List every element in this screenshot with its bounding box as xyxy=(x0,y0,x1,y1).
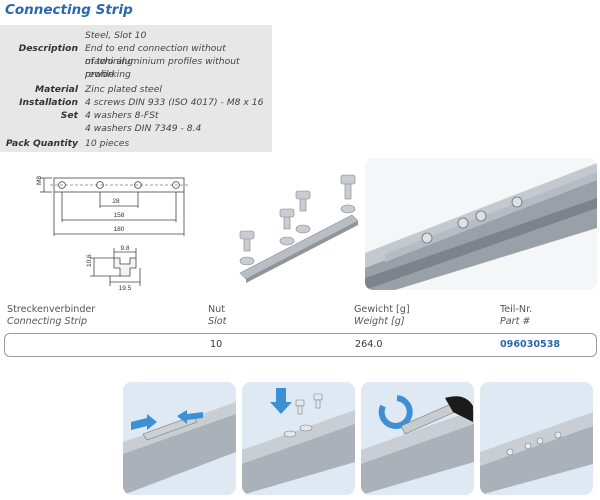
product-image-strip-with-screws xyxy=(234,165,360,290)
spec-installation-line-2: 4 washers 8-FSt xyxy=(85,110,159,122)
technical-drawing: M8 28 158 180 9.8 10.6 19.5 xyxy=(36,176,188,292)
screw-set-render xyxy=(239,174,356,266)
profile-section xyxy=(113,257,137,277)
spec-description-line-3: reworking xyxy=(85,69,131,81)
col-header-weight: Gewicht [g] Weight [g] xyxy=(354,304,410,328)
hand-icon xyxy=(445,396,473,422)
strip-render xyxy=(239,214,359,283)
dim-label-19-5: 19.5 xyxy=(119,285,132,292)
dim-label-9-8: 9.8 xyxy=(120,245,129,252)
col-header-slot: Nut Slot xyxy=(208,304,226,328)
spec-key-material: Material xyxy=(35,84,78,95)
col-header-slot-en: Slot xyxy=(208,316,227,327)
col-header-name: Streckenverbinder Connecting Strip xyxy=(7,304,95,328)
spec-description-line-1: End to end connection without machining xyxy=(85,43,226,68)
assembly-step-1 xyxy=(123,382,236,495)
product-image-profile-connection xyxy=(365,158,597,290)
strip-outline xyxy=(53,177,185,193)
assembly-step-2 xyxy=(242,382,355,495)
col-header-partno-de: Teil-Nr. xyxy=(500,304,533,315)
col-header-weight-de: Gewicht [g] xyxy=(354,304,410,315)
cell-part-number[interactable]: 096030538 xyxy=(500,339,561,350)
mounted-screws-icon xyxy=(506,431,562,456)
dim-label-10-6: 10.6 xyxy=(86,254,93,267)
col-header-name-en: Connecting Strip xyxy=(7,316,88,327)
page-title: Connecting Strip xyxy=(5,2,133,18)
cell-slot: 10 xyxy=(210,339,223,350)
spec-material-line: Zinc plated steel xyxy=(85,84,162,95)
dim-label-180: 180 xyxy=(114,226,125,233)
dim-label-28: 28 xyxy=(112,198,120,205)
cell-weight: 264.0 xyxy=(355,339,383,350)
assembly-step-3 xyxy=(361,382,474,495)
dim-label-m8: M8 xyxy=(36,176,43,185)
strip-icon xyxy=(142,415,198,441)
spec-variant-line: Steel, Slot 10 xyxy=(85,30,147,41)
spec-key-installation: Installation Set xyxy=(19,97,78,122)
spec-panel: Steel, Slot 10 Description End to end co… xyxy=(0,25,272,152)
spec-key-pack: Pack Quantity xyxy=(5,138,78,149)
screws-icon xyxy=(283,393,323,438)
col-header-name-de: Streckenverbinder xyxy=(7,304,96,315)
spec-installation-line-1: 4 screws DIN 933 (ISO 4017) - M8 x 16 xyxy=(85,97,264,108)
spec-pack-line: 10 pieces xyxy=(85,138,130,149)
col-header-slot-de: Nut xyxy=(208,304,226,315)
arrow-left-icon xyxy=(177,410,203,424)
table-row[interactable] xyxy=(4,333,597,357)
spec-installation-line-3: 4 washers DIN 7349 - 8.4 xyxy=(85,123,202,135)
arrow-down-icon xyxy=(270,388,292,414)
spec-key-description: Description xyxy=(18,43,78,54)
col-header-partno: Teil-Nr. Part # xyxy=(500,304,532,328)
assembly-step-4 xyxy=(480,382,593,495)
dim-label-158: 158 xyxy=(114,212,125,219)
spec-description-line-2: of two aluminium profiles without profil… xyxy=(85,56,240,81)
arrow-right-icon xyxy=(131,414,157,430)
col-header-weight-en: Weight [g] xyxy=(354,316,405,327)
col-header-partno-en: Part # xyxy=(500,316,531,327)
connection-screws-render xyxy=(421,196,523,244)
rotate-arrow-icon xyxy=(378,395,413,429)
